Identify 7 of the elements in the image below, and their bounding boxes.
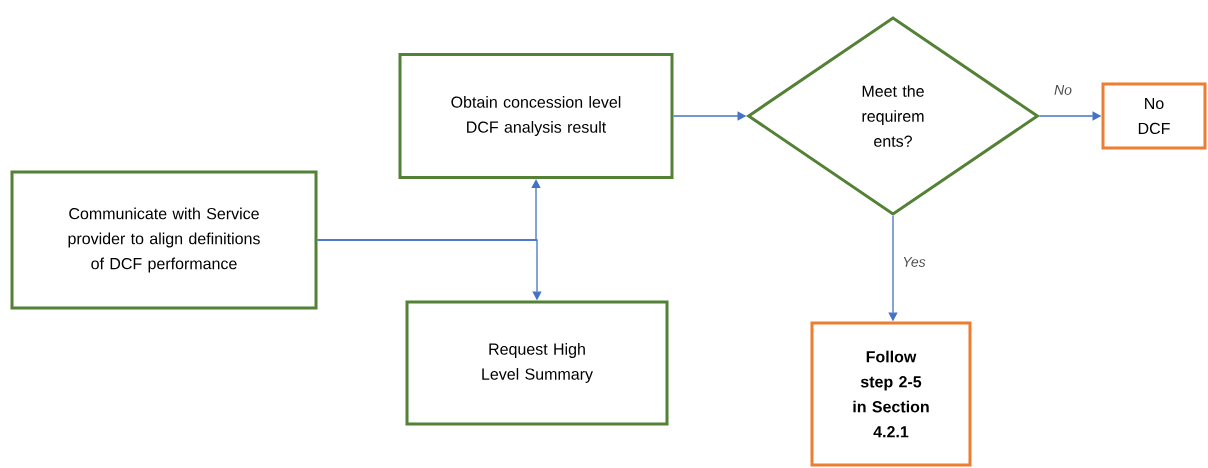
process-box: Follow step 2-5 in Section 4.2.1 bbox=[810, 321, 972, 467]
edge-label: No bbox=[1053, 84, 1073, 96]
process-box: Obtain concession level DCF analysis result bbox=[398, 53, 674, 179]
edge-label: Yes bbox=[901, 256, 927, 268]
process-box: No DCF bbox=[1101, 82, 1207, 150]
process-box: Communicate with Service provider to align definitions of DCF performance bbox=[10, 170, 318, 310]
process-box: Request High Level Summary bbox=[405, 300, 669, 426]
